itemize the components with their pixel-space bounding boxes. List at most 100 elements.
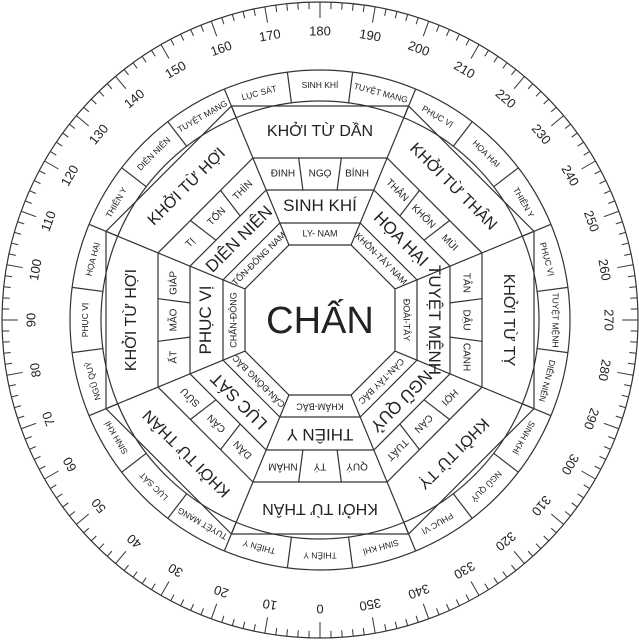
degree-tick	[62, 502, 69, 508]
degree-tick	[564, 123, 571, 129]
degree-tick	[44, 470, 59, 480]
mountain-label: MÃO	[167, 308, 180, 331]
mountain-divider	[157, 298, 191, 304]
mountain-label: BÍNH	[345, 167, 369, 180]
degree-tick	[577, 141, 584, 147]
degree-tick	[594, 170, 602, 175]
degree-tick	[170, 38, 175, 46]
ring-divider	[167, 493, 188, 519]
mountain-divider	[399, 190, 420, 217]
mountain-divider	[399, 423, 420, 450]
degree-tick	[50, 484, 57, 489]
mountain-label: SỬU	[177, 385, 202, 410]
center-label: CHẤN	[266, 298, 374, 342]
degree-tick	[17, 221, 25, 225]
degree-tick	[465, 38, 470, 46]
ring-divider	[493, 167, 519, 188]
ring-divider	[452, 121, 473, 147]
degree-label: 220	[493, 86, 519, 111]
degree-label: 130	[86, 121, 111, 147]
ring-divider	[347, 537, 354, 568]
degree-label: 170	[258, 26, 282, 45]
degree-tick	[583, 484, 590, 489]
degree-tick	[76, 115, 89, 127]
degree-tick	[90, 98, 97, 105]
ring-segment-label: SINH KHÍ	[361, 538, 400, 557]
sector-divider	[394, 350, 535, 410]
degree-label: 160	[208, 38, 234, 60]
degree-tick	[629, 286, 637, 288]
degree-tick	[436, 24, 440, 32]
degree-tick	[264, 617, 269, 634]
sector-divider	[105, 350, 246, 410]
direction-label: KHẢM-BẮC	[296, 402, 344, 413]
degree-tick	[286, 629, 288, 637]
degree-tick	[352, 3, 354, 11]
degree-label: 180	[309, 23, 331, 38]
ring-segment-label: SINH KHÍ	[302, 80, 339, 90]
degree-tick	[615, 415, 623, 419]
degree-tick	[5, 275, 13, 278]
degree-tick	[603, 422, 619, 430]
degree-tick	[11, 242, 19, 246]
degree-tick	[581, 470, 596, 480]
sector-divider	[230, 105, 290, 246]
ring-divider	[493, 452, 519, 473]
degree-label: 70	[39, 410, 58, 429]
mountain-label: NGỌ	[309, 169, 332, 180]
mountain-label: CẤN	[204, 412, 228, 436]
mountain-label: NHÂM	[268, 460, 297, 473]
degree-tick	[14, 231, 22, 235]
mountain-label: MÙI	[439, 231, 461, 253]
ring-segment-label: PHỤC VỊ	[420, 511, 455, 537]
ring-segment-label: PHỤC VỊ	[80, 303, 90, 337]
degree-tick	[56, 141, 63, 147]
ring-segment-label: THIÊN Y	[511, 185, 537, 219]
degree-tick	[151, 50, 156, 57]
degree-tick	[24, 436, 32, 440]
degree-tick	[5, 362, 13, 365]
mountain-label: TUẤT	[384, 436, 412, 464]
ring-divider	[452, 493, 473, 519]
degree-label: 240	[558, 162, 582, 188]
degree-tick	[210, 21, 218, 37]
degree-tick	[231, 14, 235, 22]
degree-tick	[583, 151, 590, 156]
degree-tick	[242, 621, 246, 629]
mountain-divider	[298, 157, 304, 191]
degree-tick	[624, 384, 632, 387]
mountain-label: HỢI	[439, 386, 460, 407]
outer-label: KHỞI TỪ HỢI	[121, 269, 140, 371]
degree-tick	[405, 618, 409, 626]
degree-tick	[405, 14, 409, 22]
mountain-label: CANH	[460, 343, 471, 371]
degree-tick	[502, 571, 508, 578]
mountain-divider	[298, 449, 304, 483]
degree-labels: 0102030405060708090100110120130140150160…	[23, 23, 616, 616]
degree-tick	[90, 535, 97, 542]
degree-label: 310	[529, 493, 554, 519]
star-label: PHỤC VỊ	[196, 286, 215, 355]
ring-divider	[347, 72, 354, 103]
degree-tick	[33, 455, 41, 460]
mountain-divider	[157, 336, 191, 342]
degree-tick	[513, 551, 525, 564]
degree-tick	[371, 617, 376, 634]
degree-tick	[115, 551, 127, 564]
degree-tick	[180, 33, 185, 41]
ring-segment-label: TUYỆT MẠNG	[353, 81, 409, 105]
degree-tick	[446, 29, 450, 37]
degree-tick	[603, 190, 611, 194]
degree-tick	[106, 550, 113, 557]
degree-tick	[384, 8, 387, 16]
ring-divider	[537, 286, 568, 293]
degree-tick	[543, 98, 550, 105]
degree-label: 60	[60, 455, 80, 475]
degree-tick	[83, 527, 90, 534]
degree-label: 0	[316, 602, 323, 617]
degree-tick	[543, 535, 550, 542]
degree-tick	[621, 394, 629, 398]
